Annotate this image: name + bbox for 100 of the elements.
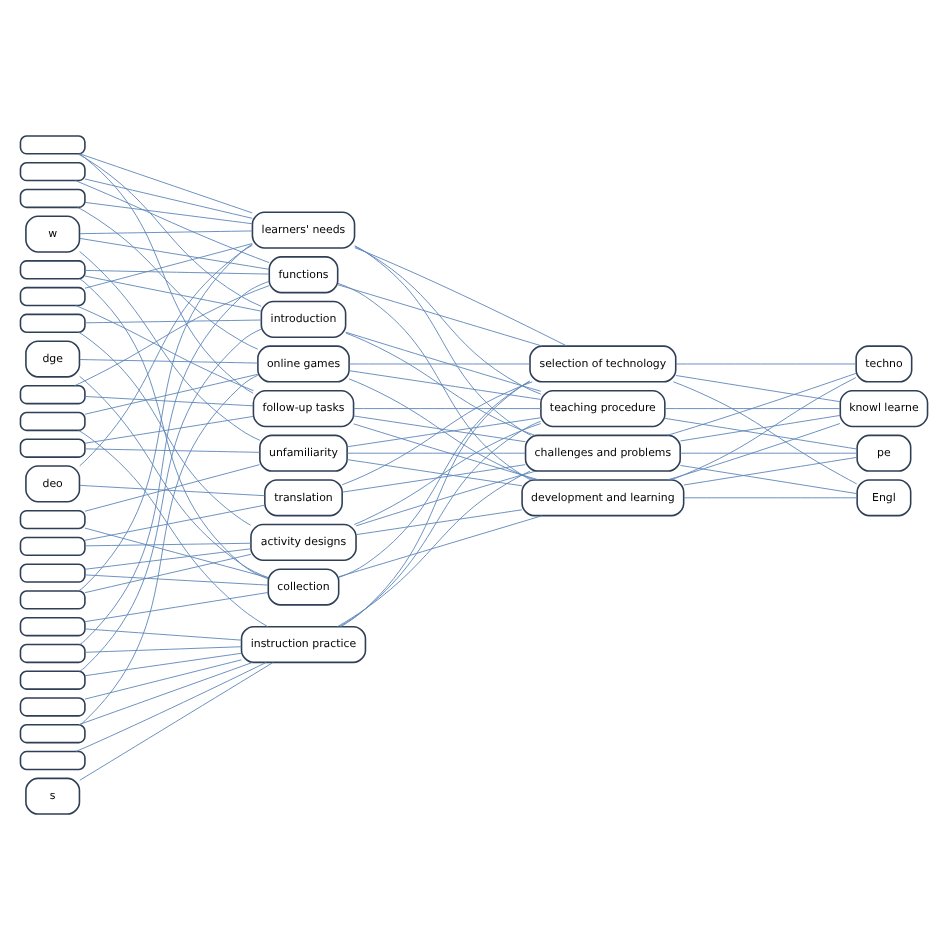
- connector: [79, 236, 270, 269]
- connector: [664, 416, 858, 449]
- connector: [84, 395, 254, 406]
- connector: [337, 283, 543, 346]
- node-box: [19, 723, 86, 743]
- node-box: [19, 589, 86, 609]
- connector: [79, 250, 261, 440]
- connector: [78, 152, 254, 393]
- connector: [75, 179, 270, 263]
- connector: [78, 661, 253, 725]
- connector: [353, 414, 526, 442]
- connector: [667, 422, 841, 480]
- node-box: [19, 384, 86, 404]
- connector: [84, 552, 252, 593]
- node-box: [19, 749, 86, 770]
- connector: [79, 358, 258, 363]
- connector: [354, 246, 568, 346]
- connector: [683, 455, 858, 485]
- connector: [79, 483, 266, 496]
- connector: [84, 547, 252, 569]
- connector: [346, 458, 523, 486]
- connector: [348, 369, 542, 399]
- connector: [79, 373, 259, 725]
- connector: [340, 379, 531, 626]
- connector: [342, 463, 526, 492]
- connector: [680, 464, 858, 494]
- node-box: [19, 615, 86, 636]
- node-box: [19, 437, 86, 457]
- connector: [354, 245, 542, 394]
- connector: [338, 514, 543, 577]
- connector: [84, 372, 259, 414]
- connector: [84, 591, 269, 622]
- connector: [77, 152, 262, 306]
- node-box: [19, 508, 86, 529]
- node-box: [19, 312, 86, 333]
- connector: [78, 429, 269, 627]
- connector: [79, 661, 274, 780]
- node-box: [19, 642, 86, 663]
- connector: [354, 244, 532, 435]
- connector: [339, 419, 542, 626]
- connector: [84, 200, 253, 224]
- connector: [84, 274, 262, 311]
- connector: [680, 413, 841, 441]
- connector: [84, 503, 266, 540]
- connector: [84, 627, 242, 640]
- connector: [79, 229, 253, 234]
- connector: [346, 416, 542, 447]
- connector: [84, 242, 253, 288]
- node-box: [19, 134, 86, 154]
- connector: [337, 281, 532, 480]
- connector: [84, 541, 252, 546]
- connector: [353, 407, 542, 409]
- connector: [79, 277, 269, 579]
- connector: [84, 177, 253, 218]
- connector: [338, 380, 531, 577]
- connector: [79, 327, 262, 671]
- connector: [78, 330, 252, 525]
- connector: [79, 279, 270, 644]
- connector: [75, 660, 267, 751]
- connector: [84, 268, 270, 274]
- connector: [336, 469, 531, 627]
- connector: [667, 371, 857, 435]
- node-box: [19, 696, 86, 716]
- connector: [74, 284, 270, 386]
- connector: [355, 508, 523, 535]
- node-box: [19, 187, 86, 208]
- connector: [84, 651, 242, 676]
- connector: [683, 496, 858, 498]
- connector: [84, 658, 242, 699]
- connector: [79, 243, 253, 466]
- node-box: [19, 535, 86, 556]
- node-box: [19, 410, 86, 431]
- node-box: [19, 562, 86, 582]
- node-box: [19, 259, 86, 279]
- connector: [75, 304, 254, 391]
- connector: [78, 242, 253, 591]
- connector: [664, 407, 841, 409]
- node-box: [19, 669, 86, 689]
- node-box: [19, 160, 86, 181]
- connector: [353, 422, 540, 480]
- connector: [84, 318, 262, 323]
- connector: [675, 362, 857, 364]
- connector: [84, 573, 269, 585]
- connector: [346, 451, 526, 453]
- connector: [77, 205, 259, 349]
- connector: [353, 422, 542, 524]
- connector: [348, 362, 531, 364]
- connector: [680, 451, 858, 453]
- connector: [79, 152, 253, 213]
- connector: [675, 374, 841, 402]
- connector: [345, 331, 536, 435]
- connector: [84, 447, 260, 452]
- connector: [84, 526, 269, 578]
- connector: [345, 330, 542, 391]
- connector: [84, 645, 242, 652]
- connector: [84, 415, 254, 443]
- node-box: [19, 285, 86, 306]
- connector: [79, 374, 269, 578]
- connector: [84, 463, 260, 511]
- connector: [355, 469, 537, 526]
